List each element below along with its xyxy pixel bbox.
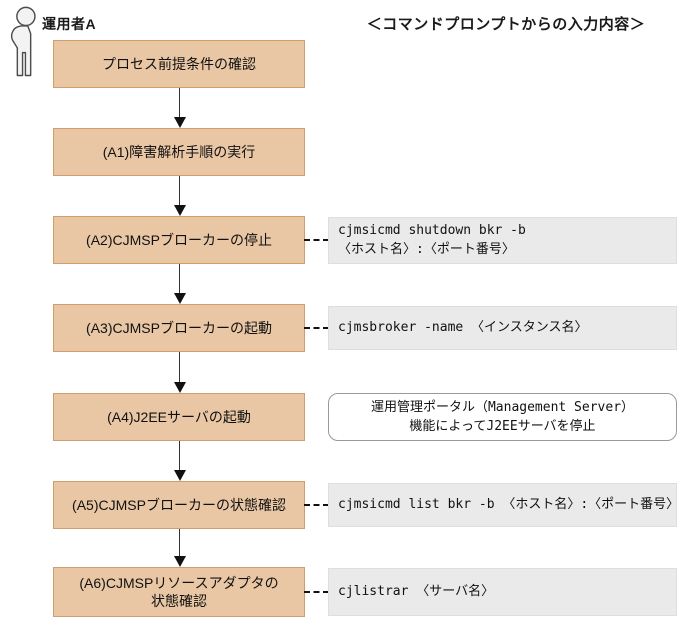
flow-arrow	[173, 264, 186, 304]
command-box-a2: cjmsicmd shutdown bkr -b 〈ホスト名〉:〈ポート番号〉	[328, 217, 677, 264]
flow-arrow	[173, 352, 186, 393]
step-label: (A4)J2EEサーバの起動	[107, 408, 251, 425]
flow-step-a4: (A4)J2EEサーバの起動	[53, 393, 305, 441]
command-text: cjmsicmd shutdown bkr -b 〈ホスト名〉:〈ポート番号〉	[338, 222, 526, 257]
command-text: cjmsicmd list bkr -b 〈ホスト名〉:〈ポート番号〉	[338, 496, 680, 512]
step-label: プロセス前提条件の確認	[102, 55, 256, 72]
flow-step-a5: (A5)CJMSPブローカーの状態確認	[53, 481, 305, 529]
flow-step-a2: (A2)CJMSPブローカーの停止	[53, 216, 305, 264]
command-text: cjlistrar 〈サーバ名〉	[338, 583, 495, 599]
person-icon	[10, 6, 36, 77]
flow-step-a1: (A1)障害解析手順の実行	[53, 128, 305, 176]
flow-arrow	[173, 176, 186, 216]
note-box-a4: 運用管理ポータル（Management Server） 機能によってJ2EEサー…	[328, 393, 677, 441]
dashed-connector	[304, 591, 329, 593]
flow-step-a3: (A3)CJMSPブローカーの起動	[53, 304, 305, 352]
step-label: (A3)CJMSPブローカーの起動	[86, 319, 272, 336]
note-text: 運用管理ポータル（Management Server） 機能によってJ2EEサー…	[370, 399, 635, 435]
dashed-connector	[304, 504, 329, 506]
command-box-a3: cjmsbroker -name 〈インスタンス名〉	[328, 306, 677, 350]
flow-arrow	[173, 441, 186, 481]
dashed-connector	[304, 239, 329, 241]
flow-step-a6: (A6)CJMSPリソースアダプタの 状態確認	[53, 567, 305, 617]
command-box-a5: cjmsicmd list bkr -b 〈ホスト名〉:〈ポート番号〉	[328, 483, 680, 527]
command-box-a6: cjlistrar 〈サーバ名〉	[328, 568, 677, 616]
step-label: (A5)CJMSPブローカーの状態確認	[72, 496, 286, 513]
flow-arrow	[173, 88, 186, 128]
column-title: ＜コマンドプロンプトからの入力内容＞	[366, 16, 646, 33]
step-label: (A1)障害解析手順の実行	[102, 143, 256, 160]
actor-label: 運用者A	[42, 16, 97, 32]
flow-arrow	[173, 529, 186, 567]
dashed-connector	[304, 327, 329, 329]
command-text: cjmsbroker -name 〈インスタンス名〉	[338, 319, 588, 335]
flow-step-precondition: プロセス前提条件の確認	[53, 40, 305, 88]
step-label: (A6)CJMSPリソースアダプタの 状態確認	[79, 574, 279, 609]
step-label: (A2)CJMSPブローカーの停止	[86, 231, 272, 248]
